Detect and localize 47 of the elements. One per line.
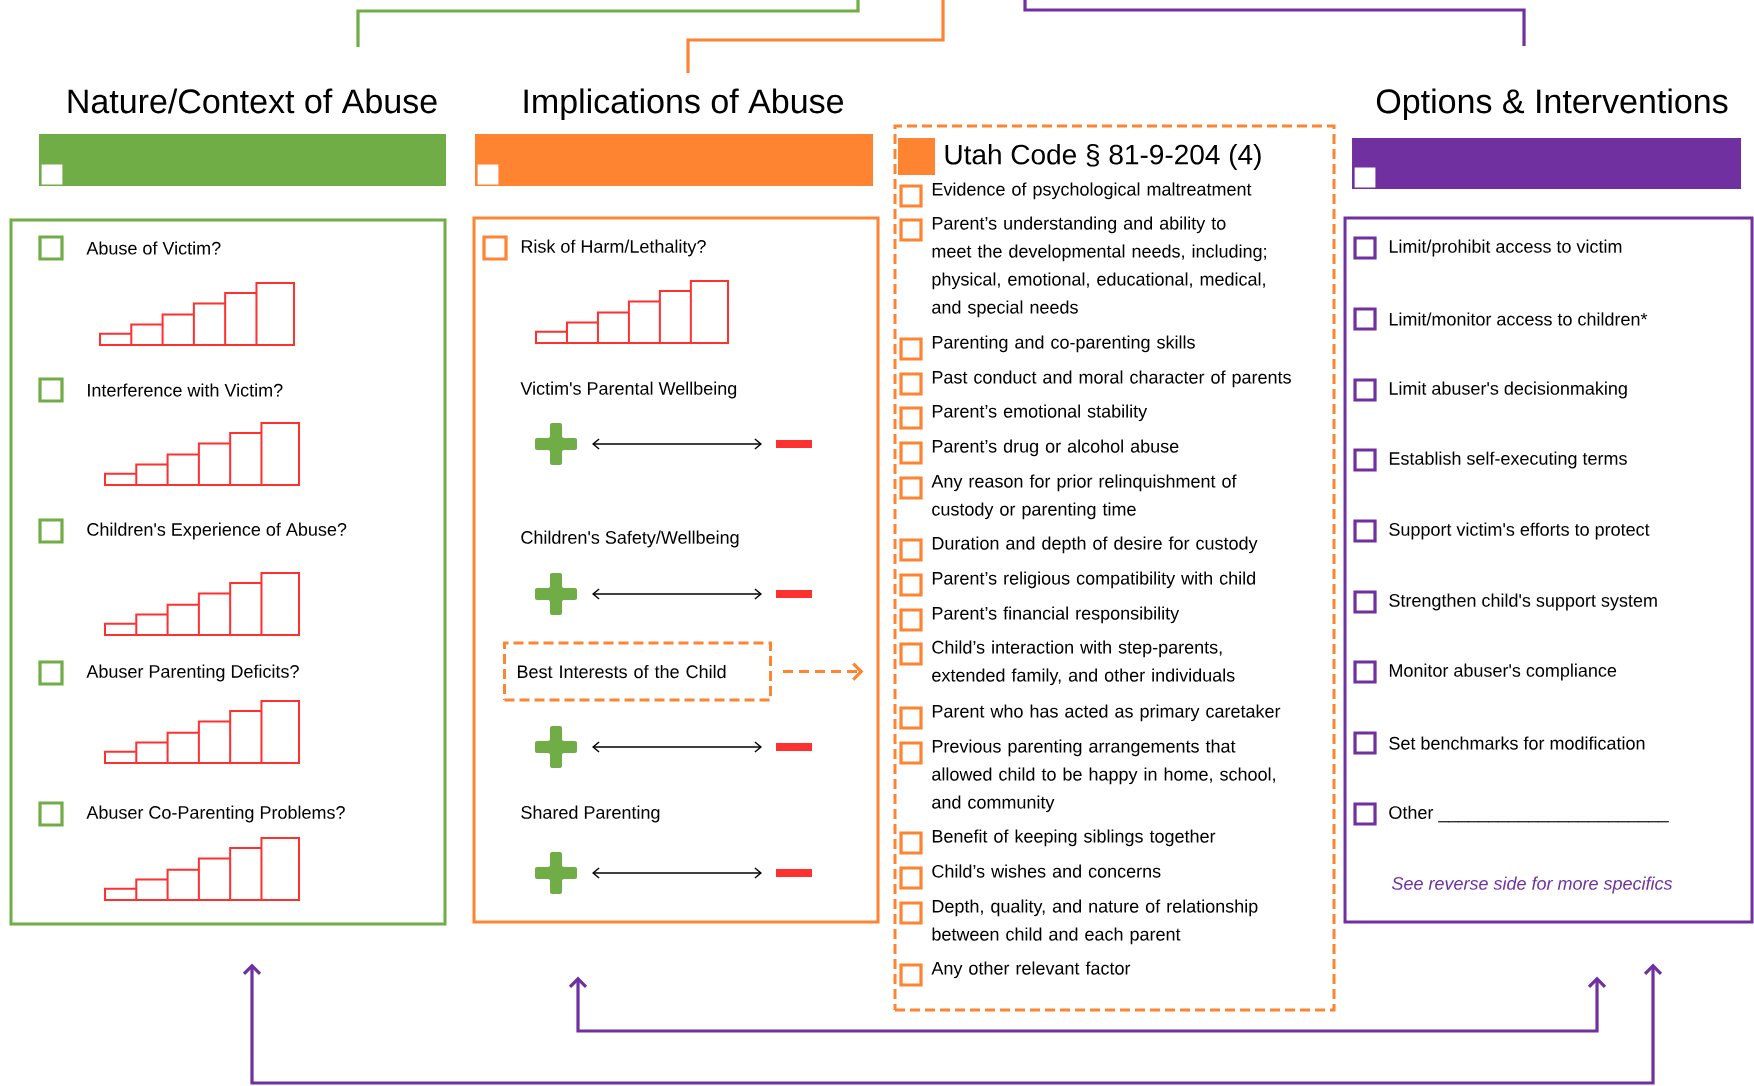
connector [242,963,1663,1085]
checklist-item: Abuser Co-Parenting Problems? [86,805,345,823]
checklist-item: Abuse of Victim? [86,241,221,255]
checklist-item: Risk of Harm/Lethality? [521,239,706,257]
checklist-item: Establish self-executing terms [1389,451,1627,469]
checklist-item: Past conduct and moral character of parents [932,370,1291,388]
dashed-box: Best Interests of the Child [503,641,772,702]
checklist-item: Parent’s understanding and ability to meet the developmental needs, including; physical, emotional, educational, medical, and special needs [932,216,1266,318]
checklist-item: Limit abuser's decisionmaking [1389,381,1627,399]
checklist-item: Other _______________________ [1389,805,1669,823]
checklist-item: Parent’s emotional stability [932,404,1148,422]
checklist-item: Interference with Victim? [88,383,283,397]
checklist-item: Victim's Parental Wellbeing [520,381,737,399]
connector [356,0,860,47]
checklist-item: Limit/prohibit access to victim [1389,239,1622,257]
checklist-item: Shared Parenting [521,805,660,823]
column-heading: Options & Interventions [1376,88,1728,121]
checklist-item: Child’s interaction with step-parents, extended family, and other individuals [932,640,1235,686]
connector [1023,0,1526,46]
checklist-item: Parent who has acted as primary caretaker [932,704,1281,722]
checklist-item: Benefit of keeping siblings together [932,829,1216,847]
connector [686,0,945,73]
checklist-item: Limit/monitor access to children* [1389,312,1648,326]
checklist-item: Previous parenting arrangements that allowed child to be happy in home, school, and community [932,739,1275,813]
checklist-item: Support victim's efforts to protect [1389,522,1650,540]
checklist-item: Set benchmarks for modification [1389,736,1645,750]
connector [783,662,864,681]
checklist-item: Evidence of psychological maltreatment [932,182,1252,200]
checklist-item: Abuser Parenting Deficits? [86,664,299,682]
checklist-item: Child’s wishes and concerns [932,864,1161,878]
checklist-item: Duration and depth of desire for custody [932,536,1258,554]
section-heading: Utah Code § 81-9-204 (4) [945,143,1261,171]
checklist-item: Parenting and co-parenting skills [932,335,1195,353]
checklist-item: Strengthen child's support system [1389,593,1657,611]
note-text: See reverse side for more specifics [1391,876,1673,894]
connector [568,976,1607,1033]
checklist-item: Parent’s religious compatibility with child [932,571,1255,589]
checklist-item: Any reason for prior relinquishment of custody or parenting time [931,474,1237,520]
checklist-item: Parent’s drug or alcohol abuse [932,439,1179,457]
checklist-item: Children's Experience of Abuse? [87,522,347,540]
checklist-item: Monitor abuser's compliance [1389,663,1617,681]
checklist-item: Depth, quality, and nature of relationship between child and each parent [932,899,1258,945]
checklist-item: Children's Safety/Wellbeing [521,530,739,548]
checklist-item: Any other relevant factor [931,961,1131,979]
checklist-item: Parent’s financial responsibility [932,606,1180,624]
column-heading: Nature/Context of Abuse [68,88,437,114]
column-heading: Implications of Abuse [524,88,844,121]
